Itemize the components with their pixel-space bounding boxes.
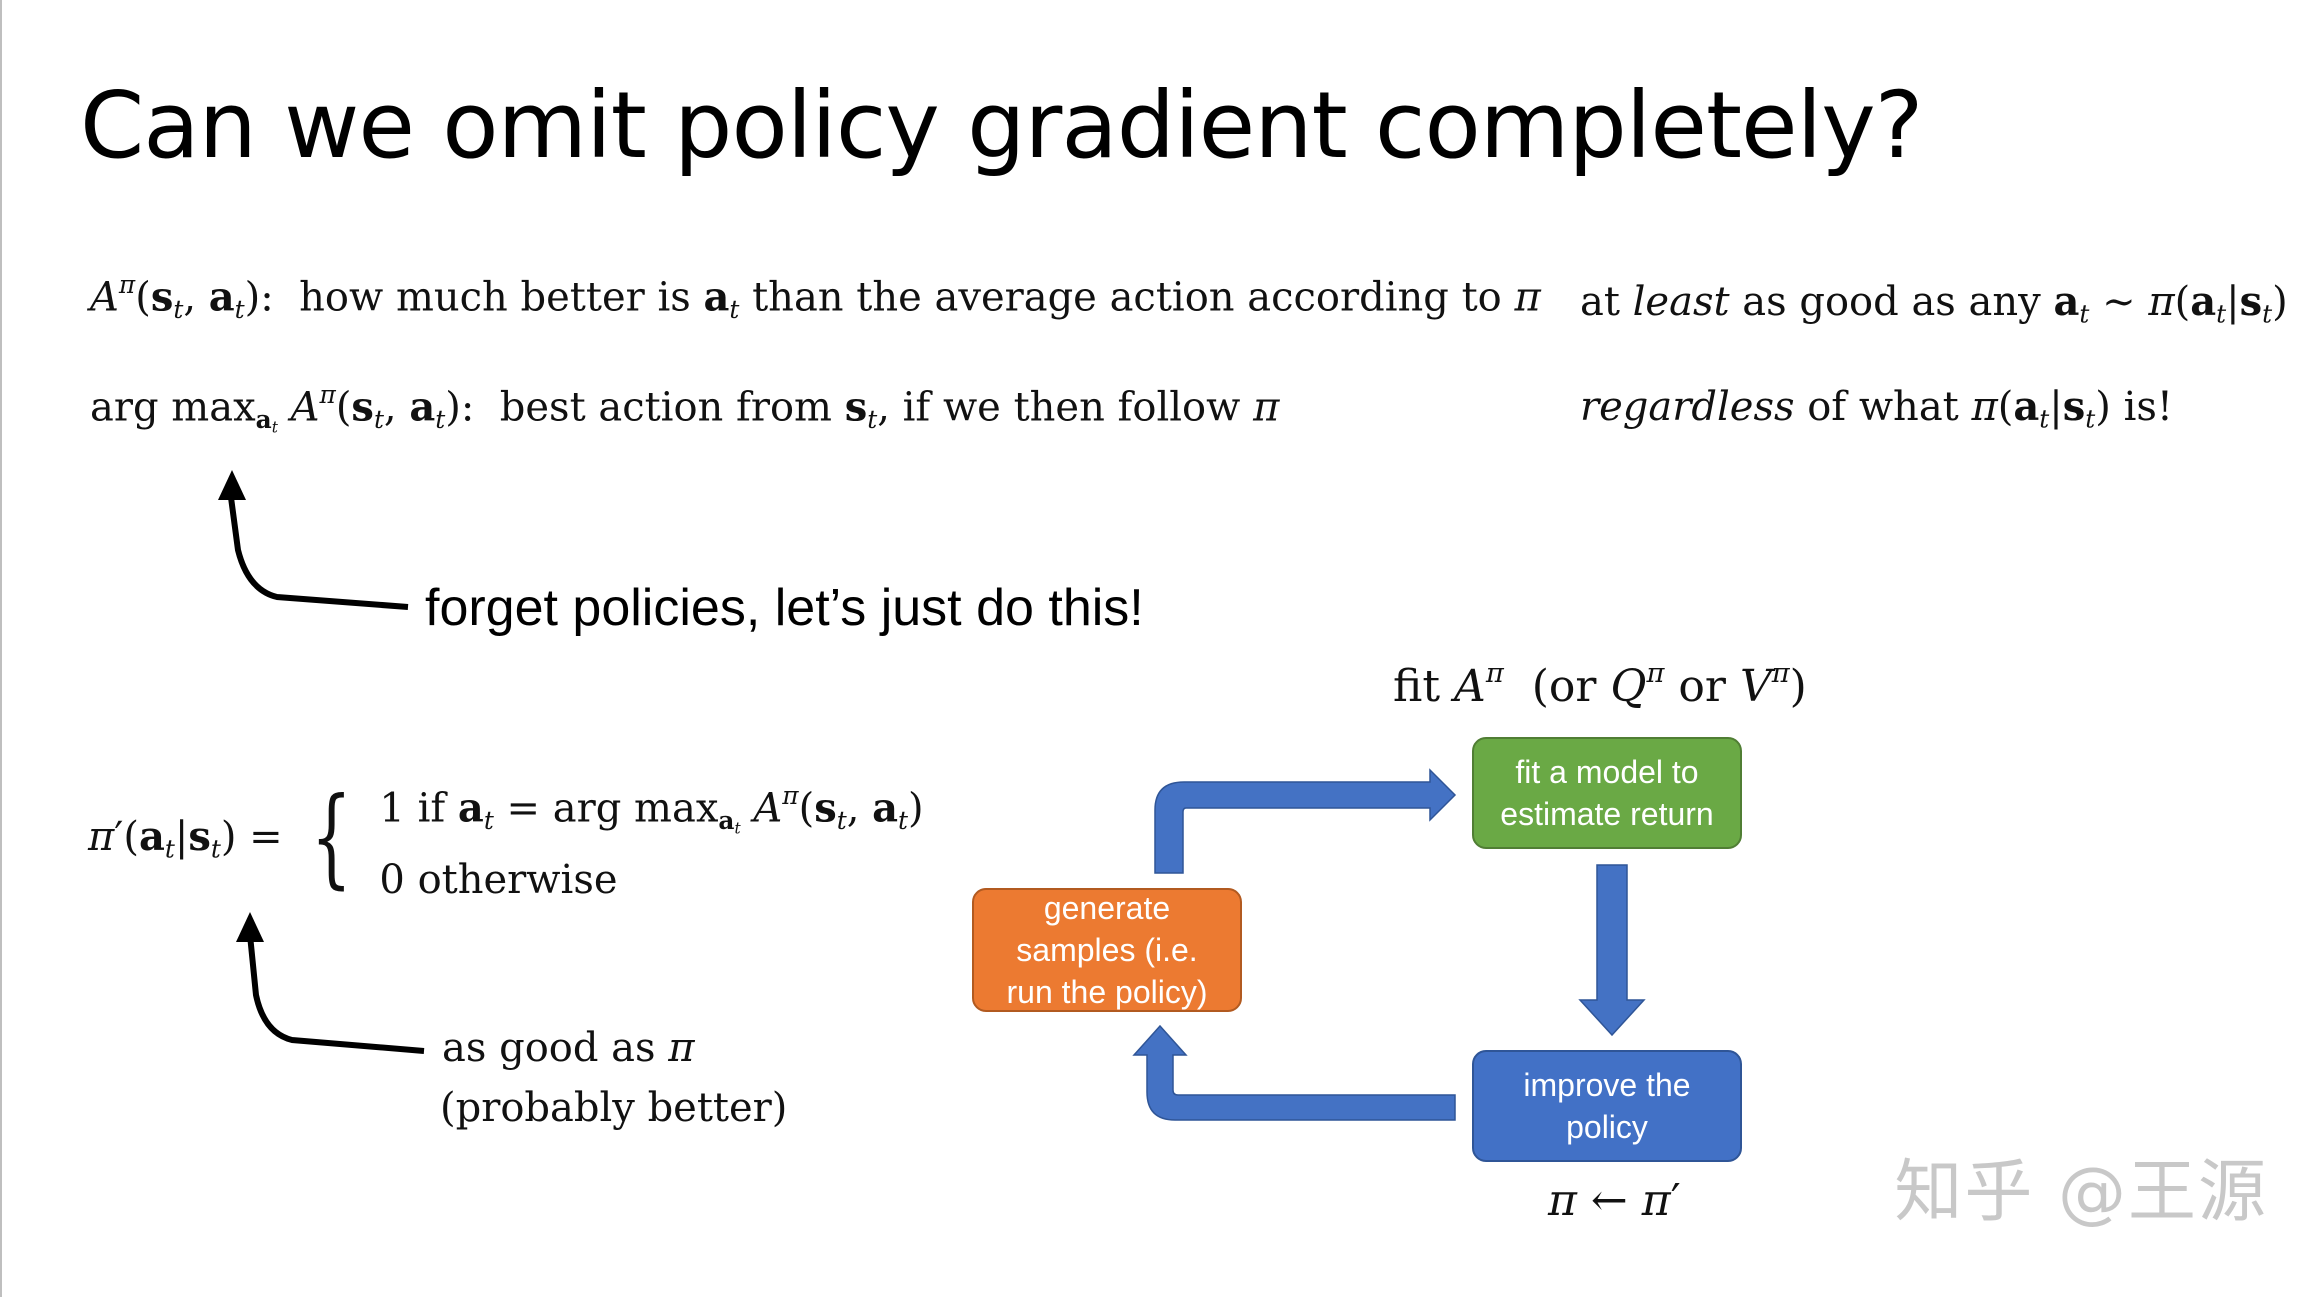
generate-samples-line-2: samples (i.e.	[1016, 932, 1198, 968]
case-one-if: if	[417, 785, 446, 832]
pointer-arrow-argmax	[227, 489, 409, 610]
right-note-bottom-emph: regardless	[1580, 384, 1795, 430]
argmax-definition-tail: , if we then follow	[877, 384, 1241, 431]
advantage-definition-tail: than the average action according to	[752, 274, 1502, 321]
right-note-bottom: regardless of what π(at|st) is!	[1580, 383, 2173, 434]
as-good-as-note: as good as π	[442, 1025, 695, 1071]
fit-model-box: fit a model to estimate return	[1472, 737, 1742, 849]
case-one: 1 if at = arg maxat Aπ(st, at)	[379, 781, 924, 838]
cycle-arrow-fit-to-improve	[1578, 864, 1646, 1037]
right-note-top-emph: least	[1632, 279, 1730, 325]
pointer-arrowhead-argmax	[218, 470, 246, 500]
right-note-bottom-end: is!	[2123, 384, 2173, 430]
argmax-definition: arg maxat Aπ(st, at): best action from s…	[90, 380, 1280, 437]
generate-samples-line-3: run the policy)	[1006, 974, 1208, 1010]
pointer-arrowhead-piecewise	[236, 912, 264, 942]
right-note-top: at least as good as any at ∼ π(at|st)	[1580, 278, 2288, 329]
advantage-definition-text: how much better is	[299, 274, 691, 321]
watermark: 知乎 @王源	[1894, 1153, 2268, 1232]
right-note-top-pre: at	[1580, 279, 1620, 325]
policy-update-formula: π ← π′	[1548, 1175, 1681, 1226]
cases-brace: {	[310, 775, 352, 901]
as-good-as-text: as good as	[442, 1025, 656, 1071]
probably-better-note: (probably better)	[440, 1085, 788, 1131]
improve-policy-line-1: improve the	[1523, 1067, 1691, 1103]
greedy-policy-definition: π′(at|st) = { 1 if at = arg maxat Aπ(st,…	[88, 770, 924, 906]
case-zero-otherwise: otherwise	[417, 857, 618, 904]
generate-samples-line-1: generate	[1043, 890, 1171, 926]
argmax-definition-text: best action from	[499, 384, 832, 431]
fit-advantage-label: fit Aπ (or Qπ or Vπ)	[1393, 658, 1807, 713]
cycle-arrow-sample-to-fit	[1154, 768, 1457, 874]
fit-model-line-2: estimate return	[1500, 796, 1714, 832]
case-zero: 0 otherwise	[379, 857, 618, 904]
right-note-bottom-post: of what	[1807, 384, 1959, 430]
slide-title: Can we omit policy gradient completely?	[80, 72, 1923, 179]
fit-label-pre: fit	[1393, 661, 1441, 713]
pointer-arrow-piecewise	[247, 934, 425, 1054]
advantage-definition: Aπ(st, at): how much better is at than t…	[90, 270, 1541, 324]
fit-label-or-1: (or	[1531, 661, 1597, 713]
fit-model-line-1: fit a model to	[1515, 754, 1699, 790]
greedy-policy-lhs: π′(at|st) =	[88, 812, 283, 864]
improve-policy-line-2: policy	[1566, 1109, 1648, 1145]
right-note-top-post: as good as any	[1742, 279, 2041, 325]
forget-policies-callout: forget policies, let’s just do this!	[425, 579, 1144, 637]
cases: 1 if at = arg maxat Aπ(st, at) 0 otherwi…	[379, 770, 923, 906]
cycle-arrow-improve-to-sample	[1132, 1024, 1456, 1121]
generate-samples-box: generate samples (i.e. run the policy)	[972, 888, 1242, 1012]
improve-policy-box: improve the policy	[1472, 1050, 1742, 1162]
fit-label-or-2: or	[1678, 661, 1726, 713]
